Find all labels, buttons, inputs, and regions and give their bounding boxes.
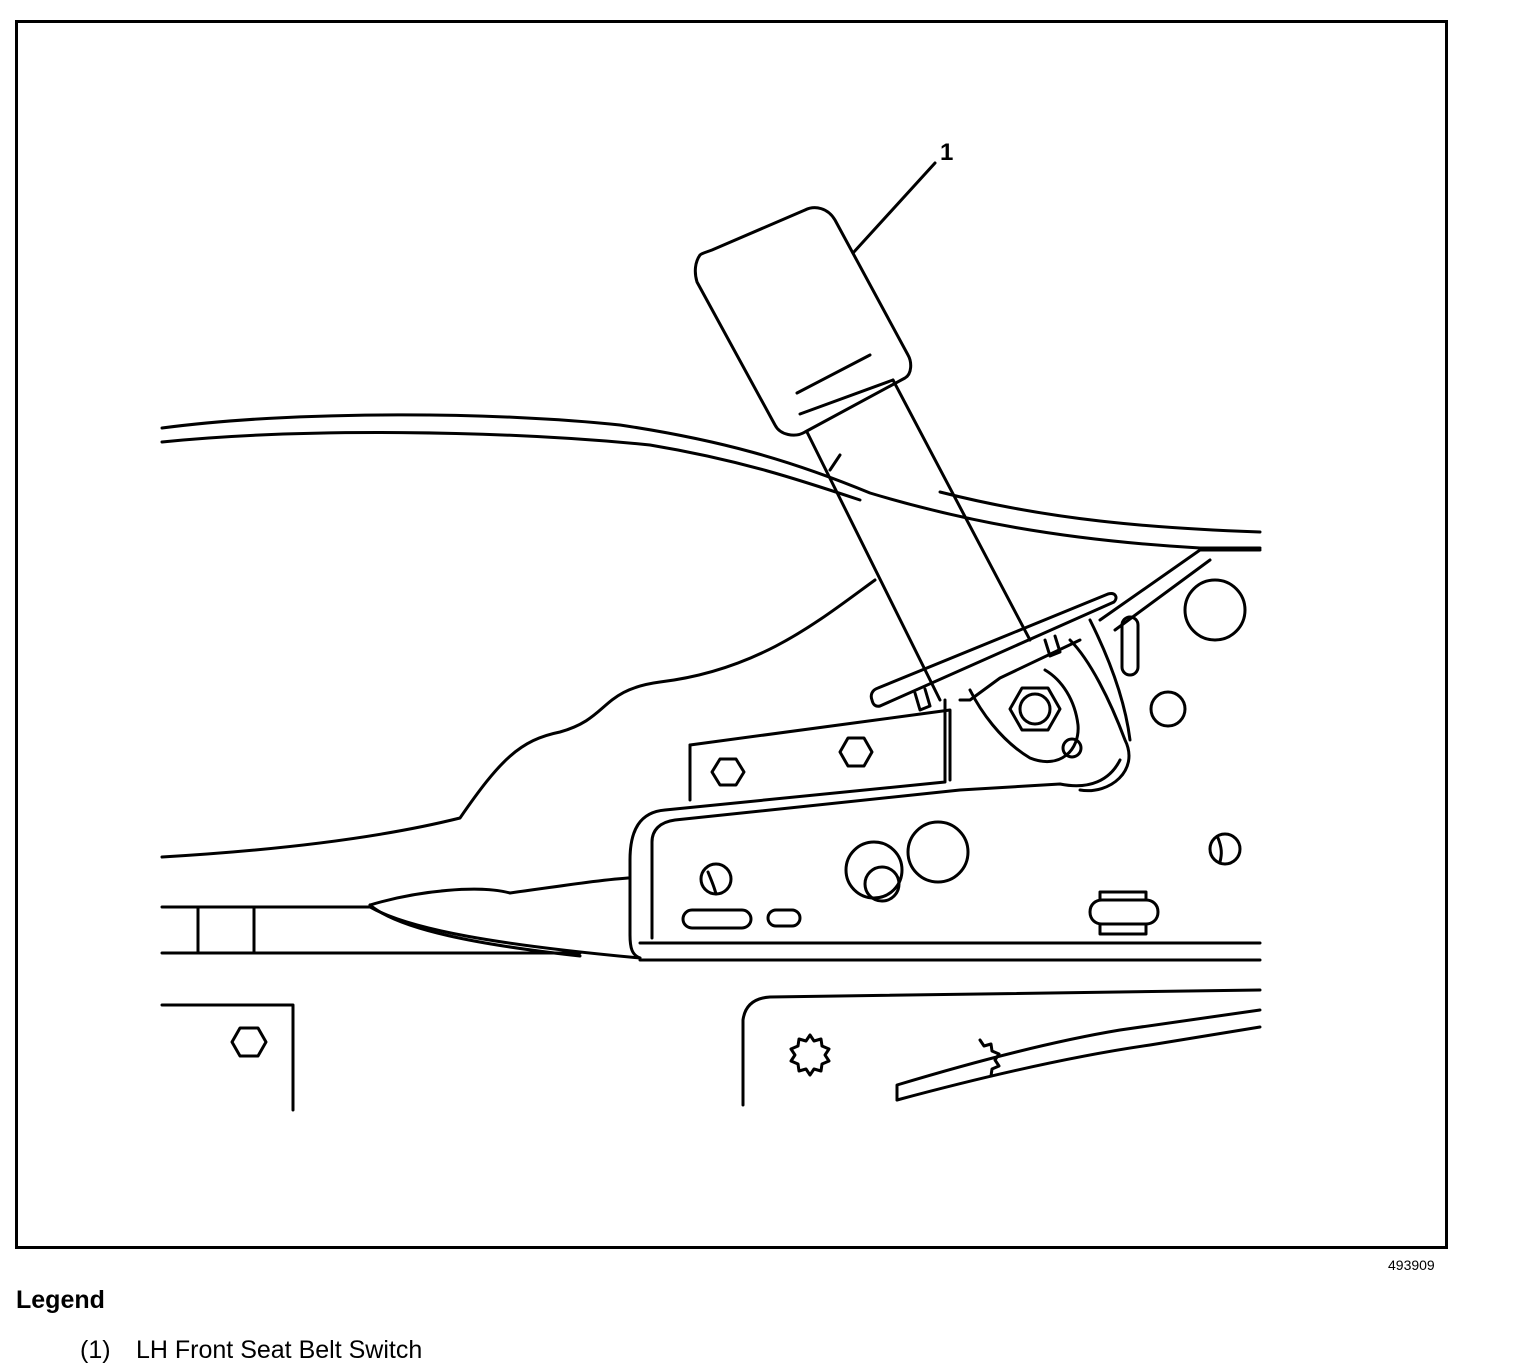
figure-frame — [15, 20, 1448, 1249]
torx-screw-left-icon — [789, 1033, 831, 1077]
legend-title: Legend — [16, 1286, 105, 1314]
callout-label-1: 1 — [940, 139, 953, 166]
seat-track-rails — [160, 941, 1262, 1112]
torx-screw-right-icon — [978, 1038, 1001, 1078]
recliner-bracket — [688, 548, 1262, 802]
belt-tongue-plate — [869, 592, 1118, 712]
legend-item-label: LH Front Seat Belt Switch — [136, 1336, 423, 1364]
figure-id: 493909 — [1388, 1257, 1435, 1273]
track-cover — [789, 1008, 1262, 1102]
anchor-nut — [1008, 686, 1062, 732]
legend-item: (1) LH Front Seat Belt Switch — [80, 1336, 422, 1365]
legend-item-number: (1) — [80, 1336, 111, 1364]
hex-bolt-lower-left — [230, 1026, 268, 1058]
seat-cushion-outline — [160, 413, 1262, 960]
seat-side-bracket — [628, 698, 1242, 960]
callout-leader-line — [851, 161, 937, 255]
seat-belt-buckle — [693, 206, 1032, 702]
